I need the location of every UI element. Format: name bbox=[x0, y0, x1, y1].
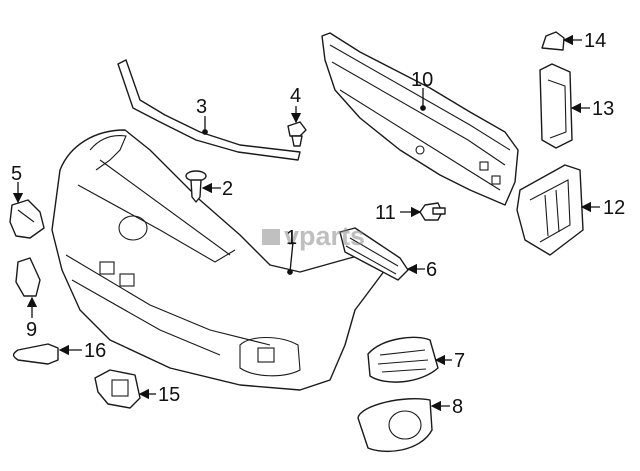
callout-3: 3 bbox=[196, 96, 207, 118]
callout-2: 2 bbox=[222, 178, 233, 200]
absorber-bracket-part bbox=[516, 164, 584, 256]
callout-15: 15 bbox=[158, 384, 180, 406]
side-retainer-part bbox=[15, 257, 41, 297]
leader-lines bbox=[12, 34, 600, 412]
fog-lamp-cover-part bbox=[357, 398, 433, 453]
bumper-stop-part bbox=[541, 31, 565, 51]
callout-1: 1 bbox=[286, 227, 297, 249]
callout-10: 10 bbox=[411, 69, 433, 91]
callout-9: 9 bbox=[26, 319, 37, 341]
clip-part bbox=[287, 121, 307, 147]
callout-12: 12 bbox=[603, 197, 625, 219]
svg-text:vparts: vparts bbox=[284, 221, 365, 251]
callout-labels: 1 2 3 4 5 6 7 8 9 10 11 12 13 14 15 16 bbox=[11, 30, 625, 418]
push-rivet-part bbox=[185, 170, 207, 203]
bumper-reinforcement-part bbox=[321, 32, 519, 206]
callout-4: 4 bbox=[290, 85, 301, 107]
bumper-cover-part bbox=[51, 129, 386, 391]
bulb-part bbox=[12, 343, 59, 365]
callout-14: 14 bbox=[584, 30, 606, 52]
upper-molding-strip-part bbox=[117, 59, 301, 161]
callout-16: 16 bbox=[84, 340, 106, 362]
callout-8: 8 bbox=[452, 396, 463, 418]
side-bracket-part bbox=[9, 199, 45, 239]
callout-7: 7 bbox=[454, 350, 465, 372]
callout-13: 13 bbox=[592, 98, 614, 120]
bolt-part bbox=[419, 202, 446, 221]
lamp-housing-part bbox=[94, 369, 141, 409]
callout-6: 6 bbox=[426, 259, 437, 281]
callout-5: 5 bbox=[11, 163, 22, 185]
watermark-logo: vparts bbox=[262, 221, 365, 251]
callout-11: 11 bbox=[375, 202, 396, 224]
vertical-bracket-part bbox=[539, 63, 573, 149]
fog-lamp-bezel-part bbox=[367, 336, 439, 383]
